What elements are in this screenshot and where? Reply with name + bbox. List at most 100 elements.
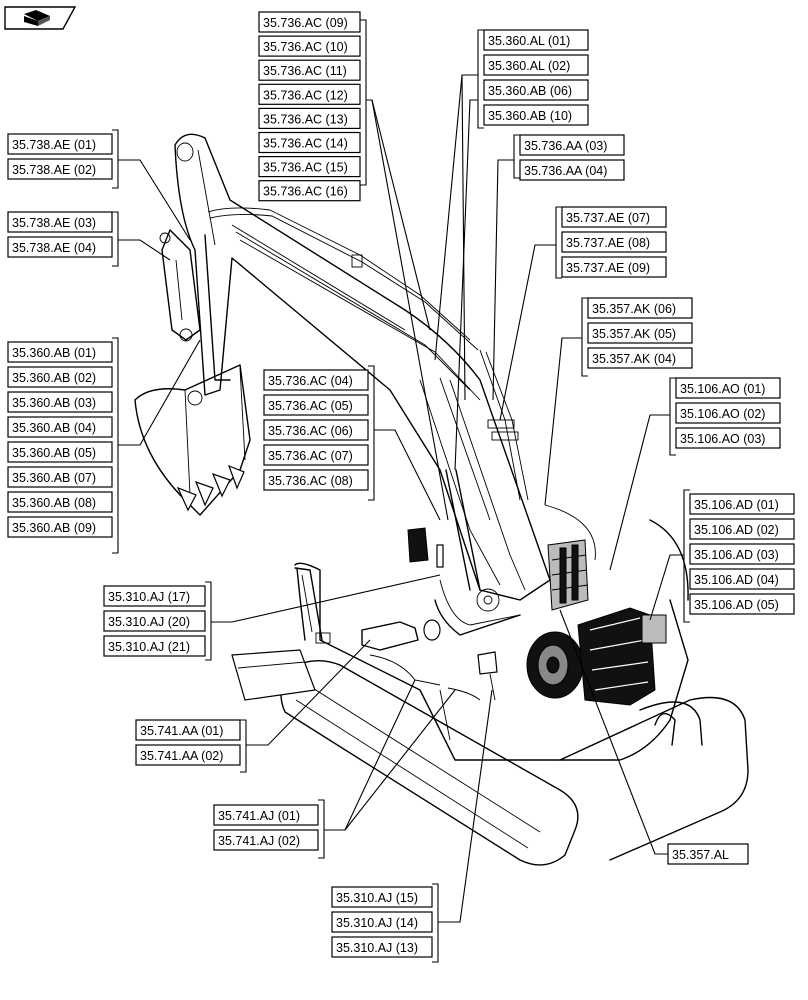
part-reference-label: 35.310.AJ (17) xyxy=(108,590,190,604)
part-reference-box xyxy=(7,341,113,363)
part-reference[interactable]: 35.360.AB (02) xyxy=(7,366,113,388)
part-reference-label: 35.736.AC (11) xyxy=(263,64,347,78)
part-reference[interactable]: 35.106.AD (01) xyxy=(689,493,795,515)
part-reference[interactable]: 35.737.AE (07) xyxy=(561,206,667,228)
part-reference[interactable]: 35.736.AA (03) xyxy=(519,134,625,156)
part-reference[interactable]: 35.360.AB (08) xyxy=(7,491,113,513)
part-reference-label: 35.106.AO (01) xyxy=(680,382,765,396)
part-reference-box xyxy=(7,236,113,258)
part-reference[interactable]: 35.737.AE (09) xyxy=(561,256,667,278)
part-reference[interactable]: 35.106.AO (03) xyxy=(675,427,781,449)
part-reference[interactable]: 35.360.AB (05) xyxy=(7,441,113,463)
arm xyxy=(159,229,231,381)
part-reference-label: 35.736.AC (14) xyxy=(263,137,348,151)
part-reference-label: 35.736.AC (04) xyxy=(268,374,353,388)
part-reference[interactable]: 35.360.AB (07) xyxy=(7,466,113,488)
part-reference[interactable]: 35.310.AJ (17) xyxy=(103,585,206,607)
part-reference[interactable]: 35.736.AC (05) xyxy=(263,394,369,416)
part-reference[interactable]: 35.360.AB (09) xyxy=(7,516,113,538)
part-reference-label: 35.357.AK (06) xyxy=(592,302,676,316)
part-reference-box xyxy=(7,391,113,413)
part-reference[interactable]: 35.360.AL (01) xyxy=(483,29,589,51)
dozer-blade xyxy=(231,649,316,701)
part-reference[interactable]: 35.736.AC (14) xyxy=(258,131,361,154)
part-reference[interactable]: 35.106.AD (05) xyxy=(689,593,795,615)
part-reference-label: 35.106.AO (03) xyxy=(680,432,765,446)
part-reference[interactable]: 35.737.AE (08) xyxy=(561,231,667,253)
part-reference[interactable]: 35.736.AC (04) xyxy=(263,369,369,391)
label-group-g4: 35.738.AE (01) 35.738.AE (02) xyxy=(7,133,113,180)
part-reference[interactable]: 35.310.AJ (20) xyxy=(103,610,206,632)
part-reference[interactable]: 35.738.AE (03) xyxy=(7,211,113,233)
part-reference[interactable]: 35.360.AB (10) xyxy=(483,104,589,126)
part-reference[interactable]: 35.736.AC (10) xyxy=(258,35,361,57)
part-reference-box xyxy=(483,54,589,76)
part-reference[interactable]: 35.741.AA (02) xyxy=(135,744,241,766)
part-reference[interactable]: 35.360.AB (03) xyxy=(7,391,113,413)
part-reference[interactable]: 35.310.AJ (15) xyxy=(331,886,433,908)
part-reference[interactable]: 35.310.AJ (13) xyxy=(331,936,433,958)
part-reference[interactable]: 35.360.AB (04) xyxy=(7,416,113,438)
part-reference[interactable]: 35.741.AJ (01) xyxy=(213,804,319,826)
part-reference-box xyxy=(258,35,361,57)
part-reference[interactable]: 35.106.AO (01) xyxy=(675,377,781,399)
part-reference[interactable]: 35.738.AE (02) xyxy=(7,158,113,180)
part-reference-label: 35.357.AK (04) xyxy=(592,352,676,366)
part-reference-label: 35.738.AE (01) xyxy=(12,138,96,152)
part-reference-box xyxy=(675,402,781,424)
part-reference[interactable]: 35.736.AC (12) xyxy=(258,83,361,105)
part-reference[interactable]: 35.357.AK (06) xyxy=(587,297,693,319)
part-reference-box xyxy=(483,79,589,101)
part-reference[interactable]: 35.736.AC (09) xyxy=(258,11,361,33)
label-group-g16: 35.310.AJ (15) 35.310.AJ (14) 35.310.AJ (1… xyxy=(331,886,433,958)
part-reference-label: 35.106.AD (04) xyxy=(694,573,779,587)
book-arrow-icon[interactable] xyxy=(4,6,77,30)
part-reference[interactable]: 35.310.AJ (14) xyxy=(331,911,433,933)
label-group-g1: 35.736.AC (09)35.736.AC (10) 35.736.AC (1… xyxy=(258,11,361,202)
part-reference-label: 35.360.AB (09) xyxy=(12,521,96,535)
part-reference[interactable]: 35.736.AC (08) xyxy=(263,469,369,491)
part-reference[interactable]: 35.106.AO (02) xyxy=(675,402,781,424)
part-reference[interactable]: 35.106.AD (03) xyxy=(689,543,795,565)
part-reference-box xyxy=(258,11,361,33)
part-reference-box xyxy=(561,256,667,278)
part-reference-label: 35.360.AL (02) xyxy=(488,59,570,73)
part-reference-box xyxy=(258,83,361,105)
part-reference-box xyxy=(7,416,113,438)
part-reference[interactable]: 35.310.AJ (21) xyxy=(103,635,206,657)
part-reference[interactable]: 35.736.AC (11) xyxy=(258,59,361,81)
part-reference[interactable]: 35.360.AL (02) xyxy=(483,54,589,76)
label-group-g10: 35.106.AO (01) 35.106.AO (02) 35.106.AO (0… xyxy=(675,377,781,449)
part-reference-label: 35.106.AD (01) xyxy=(694,498,779,512)
part-reference-label: 35.106.AO (02) xyxy=(680,407,765,421)
part-reference[interactable]: 35.736.AA (04) xyxy=(519,159,625,181)
part-reference-box xyxy=(483,29,589,51)
small-components xyxy=(361,527,498,701)
part-reference[interactable]: 35.741.AJ (02) xyxy=(213,829,319,851)
part-reference[interactable]: 35.736.AC (06) xyxy=(263,419,369,441)
part-reference[interactable]: 35.357.AK (05) xyxy=(587,322,693,344)
part-reference-label: 35.738.AE (03) xyxy=(12,216,96,230)
part-reference[interactable]: 35.736.AC (13) xyxy=(258,107,361,130)
part-reference[interactable]: 35.360.AB (06) xyxy=(483,79,589,101)
part-reference-label: 35.736.AC (07) xyxy=(268,449,353,463)
part-reference-box xyxy=(689,493,795,515)
reference-labels: 35.736.AC (09)35.736.AC (10) 35.736.AC (1… xyxy=(7,11,795,958)
part-reference[interactable]: 35.736.AC (07) xyxy=(263,444,369,466)
part-reference-label: 35.310.AJ (21) xyxy=(108,640,190,654)
control-valve xyxy=(547,539,589,611)
part-reference-box xyxy=(689,518,795,540)
part-reference-label: 35.357.AL xyxy=(672,848,729,862)
part-reference[interactable]: 35.736.AC (15) xyxy=(258,156,361,178)
part-reference[interactable]: 35.738.AE (04) xyxy=(7,236,113,258)
part-reference[interactable]: 35.106.AD (04) xyxy=(689,568,795,590)
part-reference-box xyxy=(135,744,241,766)
part-reference[interactable]: 35.736.AC (16) xyxy=(258,180,361,202)
part-reference[interactable]: 35.738.AE (01) xyxy=(7,133,113,155)
part-reference-box xyxy=(258,59,361,81)
part-reference[interactable]: 35.357.AL xyxy=(667,843,749,865)
part-reference[interactable]: 35.741.AA (01) xyxy=(135,719,241,741)
part-reference[interactable]: 35.357.AK (04) xyxy=(587,347,693,369)
part-reference[interactable]: 35.106.AD (02) xyxy=(689,518,795,540)
part-reference[interactable]: 35.360.AB (01) xyxy=(7,341,113,363)
